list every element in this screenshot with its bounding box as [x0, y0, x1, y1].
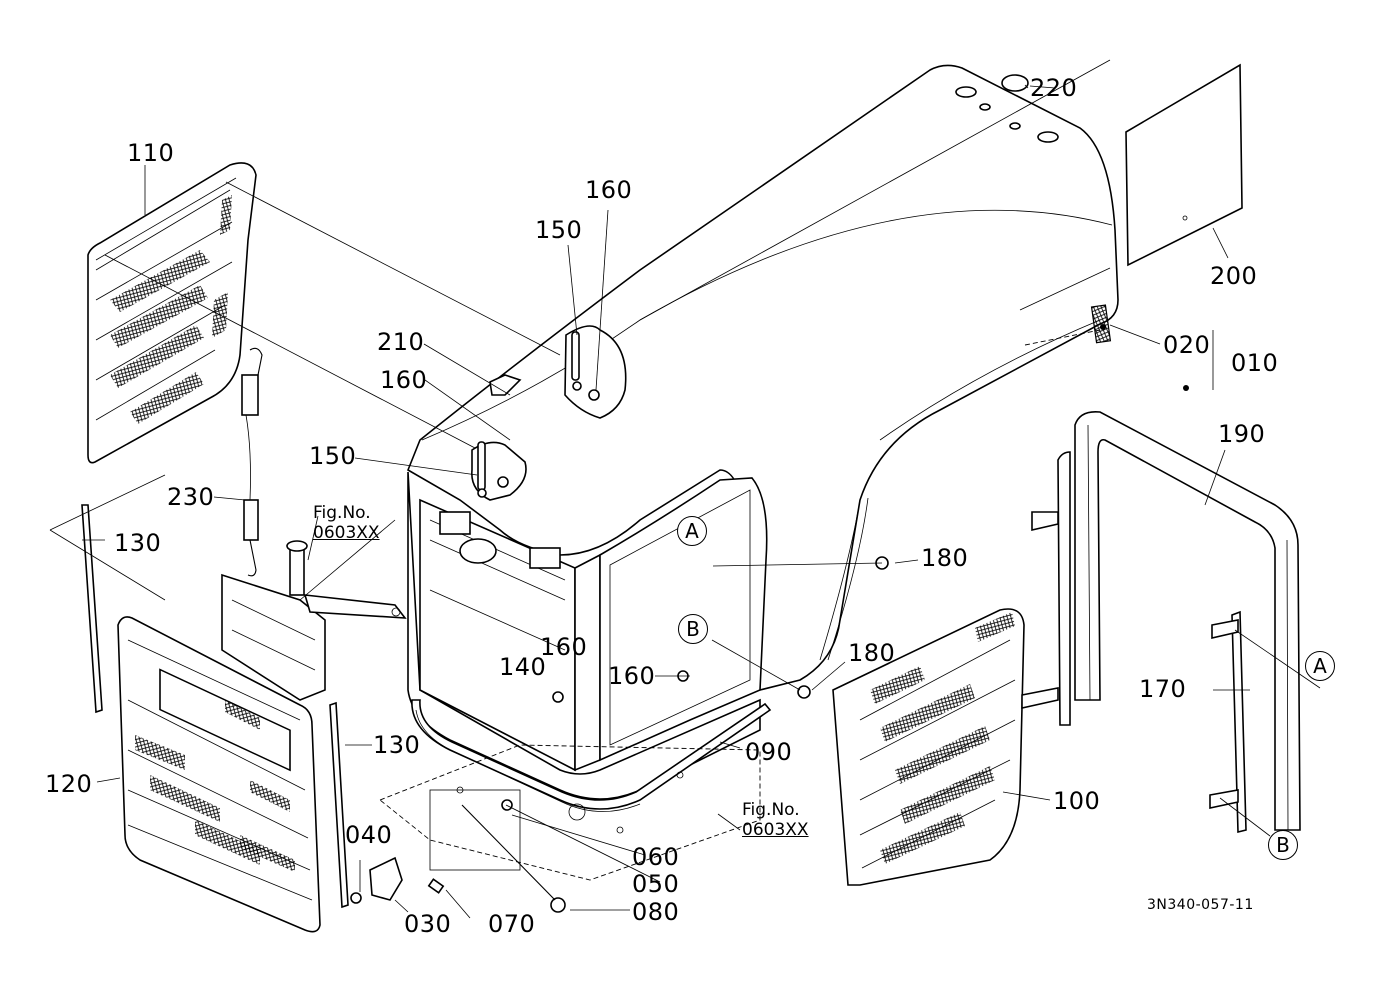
callout-180-upper: 180: [921, 544, 969, 572]
seal-090: [411, 699, 772, 812]
nut-160-front: [552, 691, 564, 703]
connector-a-body: A: [677, 516, 707, 546]
fig-reference-prefix: Fig.No.: [313, 503, 371, 523]
callout-180-lower: 180: [848, 639, 896, 667]
bolt-180-lower: [797, 685, 811, 699]
callout-190: 190: [1218, 420, 1266, 448]
connector-b-frame: B: [1268, 830, 1298, 860]
callout-110: 110: [127, 139, 175, 167]
plug-220: [1001, 74, 1029, 92]
connector-a-frame: A: [1305, 651, 1335, 681]
document-id: 3N340-057-11: [1147, 897, 1254, 913]
cover-200: [1125, 63, 1243, 267]
fig-reference-code: 0603XX: [313, 523, 380, 543]
callout-060: 060: [632, 843, 680, 871]
callout-090: 090: [745, 738, 793, 766]
leader-lines: [49, 84, 1321, 919]
callout-050: 050: [632, 870, 680, 898]
base-plate: [379, 744, 761, 881]
callout-160-front: 160: [540, 633, 588, 661]
strap-230: [241, 347, 263, 577]
callout-220: 220: [1030, 74, 1078, 102]
side-panel-110: [87, 162, 257, 464]
callout-150-left: 150: [309, 442, 357, 470]
callout-040: 040: [345, 821, 393, 849]
callout-160-side: 160: [608, 662, 656, 690]
fig-reference-upper: Fig.No. 0603XX: [313, 503, 380, 543]
fig-reference-prefix: Fig.No.: [742, 800, 800, 820]
hinge-parts: [471, 325, 627, 501]
side-panel-100: [832, 608, 1025, 886]
callout-210: 210: [377, 328, 425, 356]
front-grille-120: [117, 616, 321, 933]
seal-strips-130: [81, 504, 349, 909]
callout-150-top: 150: [535, 216, 583, 244]
callout-100: 100: [1053, 787, 1101, 815]
callout-030: 030: [404, 910, 452, 938]
callout-120: 120: [45, 770, 93, 798]
callout-010: 010: [1231, 349, 1279, 377]
callout-080: 080: [632, 898, 680, 926]
callout-170: 170: [1139, 675, 1187, 703]
callout-140: 140: [499, 653, 547, 681]
connector-b-body: B: [678, 614, 708, 644]
callout-160-mid: 160: [380, 366, 428, 394]
callout-160-top: 160: [585, 176, 633, 204]
callout-020: 020: [1163, 331, 1211, 359]
latch-parts: [350, 799, 566, 913]
hood-shell: [406, 59, 1189, 691]
frame-190: [1021, 410, 1301, 834]
fig-reference-lower: Fig.No. 0603XX: [742, 800, 809, 840]
callout-230: 230: [167, 483, 215, 511]
radiator-bracket: [221, 540, 407, 701]
callout-130-right: 130: [373, 731, 421, 759]
fig-reference-code: 0603XX: [742, 820, 809, 840]
callout-130-left: 130: [114, 529, 162, 557]
callout-200: 200: [1210, 262, 1258, 290]
callout-070: 070: [488, 910, 536, 938]
